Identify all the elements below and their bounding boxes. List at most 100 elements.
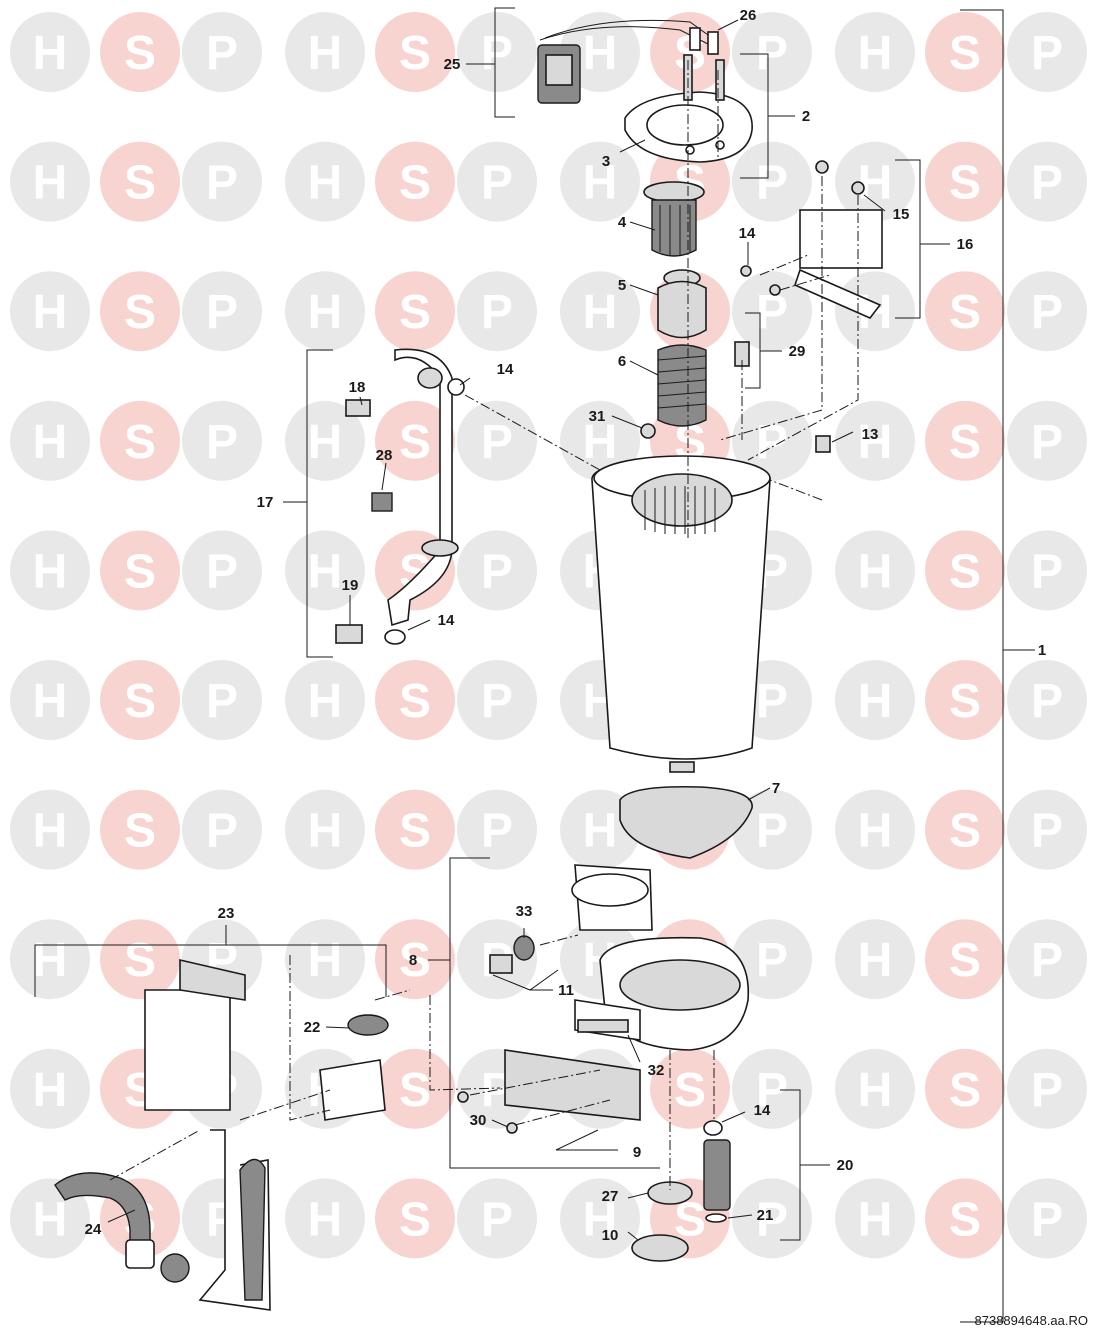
watermark-letter: P xyxy=(756,675,788,728)
base-bracket-part xyxy=(504,1049,641,1121)
watermark-letter: H xyxy=(858,545,893,598)
screw-15-part xyxy=(740,265,752,277)
watermark-letter: S xyxy=(949,1193,981,1246)
watermark-circle xyxy=(457,1178,537,1259)
watermark-circle xyxy=(457,660,537,740)
watermark-circle xyxy=(732,12,812,92)
watermark-letter: S xyxy=(124,675,156,728)
watermark-circle xyxy=(10,12,90,92)
watermark-letter: S xyxy=(674,1064,706,1117)
mixer-part xyxy=(657,269,707,339)
watermark-circle xyxy=(375,271,455,352)
watermark-circle xyxy=(100,141,180,222)
watermark-letter: S xyxy=(399,27,431,80)
ignition-unit-part xyxy=(537,19,719,104)
watermark-letter: H xyxy=(308,1193,343,1246)
diagram-reference: 8738894648.aa.RO xyxy=(975,1313,1088,1328)
watermark-circle xyxy=(457,141,537,222)
watermark-letter: S xyxy=(949,675,981,728)
watermark-letter: H xyxy=(308,805,343,858)
watermark-circle xyxy=(925,1048,1005,1129)
watermark-circle xyxy=(925,400,1005,481)
watermark-letter: H xyxy=(858,416,893,469)
watermark-circle xyxy=(375,12,455,92)
fitting-part xyxy=(703,1139,731,1211)
watermark-letter: S xyxy=(399,286,431,339)
watermark-circle xyxy=(732,1178,812,1259)
watermark-letter: P xyxy=(481,1193,513,1246)
watermark-circle xyxy=(182,12,262,92)
watermark-circle xyxy=(732,919,812,1000)
watermark-letter: P xyxy=(1031,416,1063,469)
watermark-letter: H xyxy=(308,286,343,339)
watermark-letter: P xyxy=(481,416,513,469)
strip-33-part xyxy=(577,1019,629,1033)
callout-label: 14 xyxy=(497,361,514,378)
callout-label: 1 xyxy=(1038,642,1046,659)
nut-32-part xyxy=(640,423,656,439)
watermark-letter: H xyxy=(308,675,343,728)
watermark-circle xyxy=(285,660,365,740)
watermark-circle xyxy=(375,660,455,740)
watermark-letter: H xyxy=(33,545,68,598)
watermark-circle xyxy=(100,919,180,1000)
watermark-circle xyxy=(1007,660,1087,740)
watermark-circle xyxy=(457,12,537,92)
callout-label: 31 xyxy=(589,408,606,425)
watermark-letter: P xyxy=(206,805,238,858)
watermark-letter: P xyxy=(756,416,788,469)
washer-22-part xyxy=(705,1213,727,1223)
watermark-circle xyxy=(285,1178,365,1259)
watermark-letter: H xyxy=(33,157,68,210)
watermark-circle xyxy=(835,400,915,481)
watermark-circle xyxy=(835,660,915,740)
watermark-letter: H xyxy=(33,1193,68,1246)
watermark-circle xyxy=(925,919,1005,1000)
callout-label: 27 xyxy=(602,1188,619,1205)
watermark-circle xyxy=(10,919,90,1000)
watermark-circle xyxy=(100,660,180,740)
watermark-letter: H xyxy=(33,934,68,987)
siphon-trap-part xyxy=(144,958,389,1311)
watermark-letter: S xyxy=(399,675,431,728)
watermark-circle xyxy=(457,400,537,481)
callout-label: 23 xyxy=(218,905,235,922)
watermark-letter: H xyxy=(858,805,893,858)
burner-head-part xyxy=(643,181,705,257)
watermark-letter: P xyxy=(206,27,238,80)
watermark-letter: H xyxy=(308,157,343,210)
callout-label: 16 xyxy=(957,236,974,253)
watermark-circle xyxy=(10,530,90,611)
watermark-letter: P xyxy=(481,545,513,598)
nut-10-part xyxy=(631,1234,689,1262)
watermark-circle xyxy=(925,530,1005,611)
watermark-circle xyxy=(285,789,365,870)
drain-hose-part xyxy=(54,1172,190,1283)
callout-label: 32 xyxy=(648,1062,665,1079)
watermark-circle xyxy=(10,1048,90,1129)
watermark-letter: P xyxy=(206,545,238,598)
watermark-letter: S xyxy=(949,157,981,210)
watermark-circle xyxy=(925,12,1005,92)
watermark-letter: H xyxy=(583,805,618,858)
watermark-letter: P xyxy=(206,286,238,339)
hsp-watermark: HSPHSPHSPHSPHSPHSPHSPHSPHSPHSPHSPHSPHSPH… xyxy=(10,12,1087,1259)
watermark-circle xyxy=(182,400,262,481)
watermark-letter: S xyxy=(949,934,981,987)
seal-14-upper-part xyxy=(447,378,465,396)
watermark-circle xyxy=(375,141,455,222)
watermark-circle xyxy=(1007,1178,1087,1259)
watermark-letter: P xyxy=(756,805,788,858)
watermark-circle xyxy=(285,271,365,352)
clip-20-part xyxy=(335,624,363,644)
callout-label: 15 xyxy=(893,206,910,223)
callout-label: 24 xyxy=(85,1221,102,1238)
watermark-letter: S xyxy=(949,416,981,469)
watermark-letter: P xyxy=(1031,805,1063,858)
watermark-circle xyxy=(835,789,915,870)
watermark-letter: S xyxy=(124,934,156,987)
watermark-letter: H xyxy=(858,934,893,987)
watermark-letter: S xyxy=(399,1064,431,1117)
watermark-letter: H xyxy=(33,286,68,339)
